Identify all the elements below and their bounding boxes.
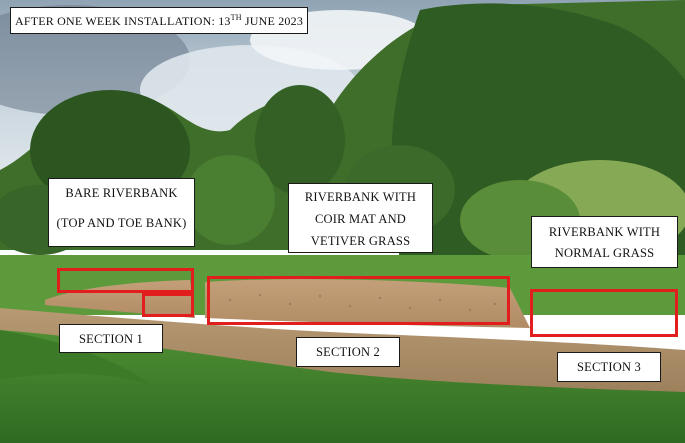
bare-riverbank-label: BARE RIVERBANK (TOP AND TOE BANK) [48, 178, 195, 247]
normal-label-line2: NORMAL GRASS [554, 246, 655, 260]
section1-label: SECTION 1 [59, 324, 163, 353]
section3-box [530, 289, 678, 337]
section2-box [207, 276, 510, 325]
coir-mat-label: RIVERBANK WITH COIR MAT AND VETIVER GRAS… [288, 183, 433, 253]
bare-label-line2: (TOP AND TOE BANK) [56, 216, 187, 230]
section1-toe-bank-box [142, 293, 194, 317]
coir-label-line1: RIVERBANK WITH [304, 190, 417, 204]
section1-top-bank-box [57, 268, 194, 293]
title-ordinal: TH [230, 13, 242, 22]
section3-label: SECTION 3 [557, 352, 661, 382]
photo-title: AFTER ONE WEEK INSTALLATION: 13TH JUNE 2… [10, 7, 308, 34]
title-prefix: AFTER ONE WEEK INSTALLATION: 13 [14, 14, 231, 28]
coir-label-line3: VETIVER GRASS [310, 234, 411, 248]
coir-label-line2: COIR MAT AND [314, 212, 407, 226]
title-suffix: JUNE 2023 [241, 14, 304, 28]
normal-grass-label: RIVERBANK WITH NORMAL GRASS [531, 216, 678, 268]
bare-label-line1: BARE RIVERBANK [65, 186, 178, 200]
normal-label-line1: RIVERBANK WITH [548, 225, 661, 239]
section2-label: SECTION 2 [296, 337, 400, 367]
